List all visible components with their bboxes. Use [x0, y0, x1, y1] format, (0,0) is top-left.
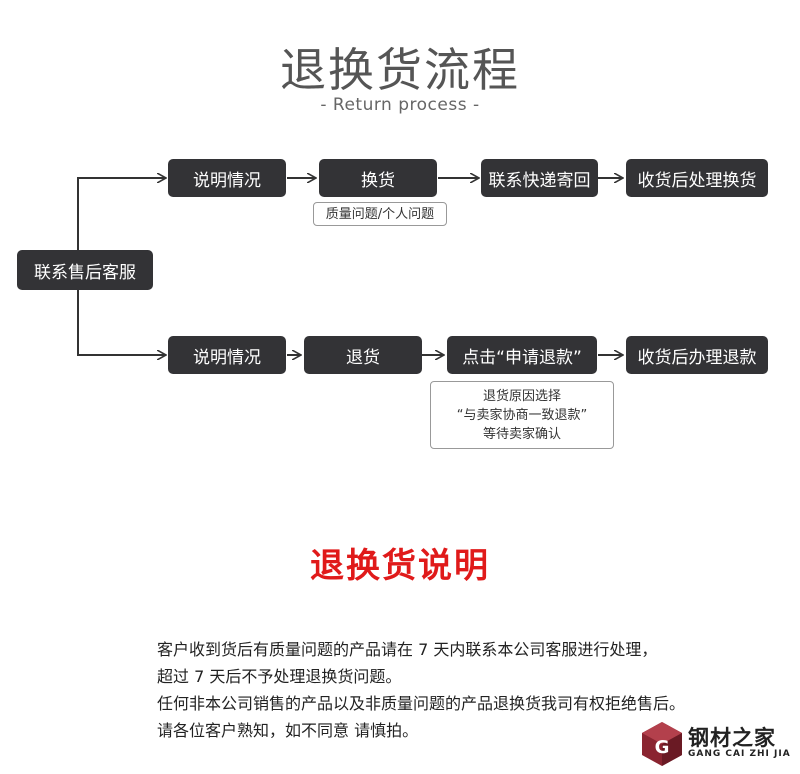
page-subtitle: - Return process - — [320, 95, 480, 115]
refund-note-line-1: 退货原因选择 — [482, 388, 561, 404]
refund-step-return: 退货 — [304, 336, 422, 374]
exchange-step-process: 收货后处理换货 — [626, 159, 768, 197]
refund-note-line-3: 等待卖家确认 — [482, 426, 561, 442]
watermark-name: 钢材之家 — [688, 726, 776, 750]
explanation-line-3: 任何非本公司销售的产品以及非质量问题的产品退换货我司有权拒绝售后。 — [157, 694, 686, 713]
refund-step-explain: 说明情况 — [168, 336, 286, 374]
refund-note-line-2: “与卖家协商一致退款” — [456, 407, 588, 423]
exchange-step-explain: 说明情况 — [168, 159, 286, 197]
svg-text:G: G — [655, 737, 670, 758]
refund-step-apply-refund: 点击“申请退款” — [447, 336, 597, 374]
explanation-title: 退换货说明 — [310, 546, 490, 586]
exchange-step-exchange: 换货 — [319, 159, 437, 197]
exchange-note: 质量问题/个人问题 — [313, 202, 447, 226]
cube-logo-icon: G — [642, 722, 682, 766]
exchange-step-ship-back: 联系快递寄回 — [481, 159, 598, 197]
refund-note: 退货原因选择 “与卖家协商一致退款” 等待卖家确认 — [430, 381, 614, 449]
page-title: 退换货流程 — [280, 43, 520, 97]
start-node-contact-service: 联系售后客服 — [17, 250, 153, 290]
explanation-line-2: 超过 7 天后不予处理退换货问题。 — [157, 667, 402, 686]
explanation-line-4: 请各位客户熟知，如不同意 请慎拍。 — [157, 721, 419, 740]
explanation-line-1: 客户收到货后有质量问题的产品请在 7 天内联系本公司客服进行处理， — [157, 640, 658, 659]
flow-connectors — [77, 0, 800, 520]
watermark-pinyin: GANG CAI ZHI JIA — [688, 749, 791, 759]
explanation-body: 客户收到货后有质量问题的产品请在 7 天内联系本公司客服进行处理， 超过 7 天… — [157, 636, 777, 744]
refund-step-process: 收货后办理退款 — [626, 336, 768, 374]
